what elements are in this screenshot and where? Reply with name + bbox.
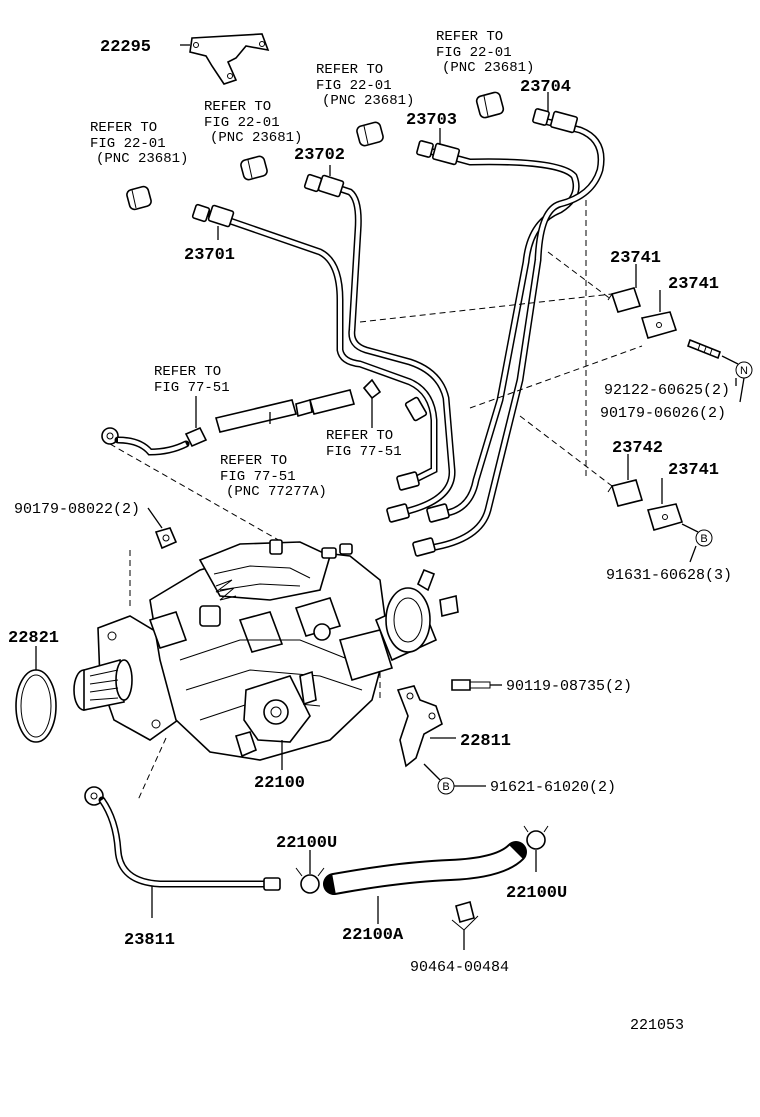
part-number-22100U-a: 22100U (276, 834, 337, 853)
svg-text:FIG 77-51: FIG 77-51 (326, 444, 402, 460)
part-number-90119: 90119-08735(2) (506, 678, 632, 695)
ref-note-2: REFER TO FIG 22-01 (PNC 23681) (204, 99, 302, 146)
ref-note-4: REFER TO FIG 22-01 (PNC 23681) (436, 29, 534, 76)
injection-pipes (206, 116, 605, 552)
clamp-23741-upper-b (640, 311, 678, 339)
part-number-23741-a: 23741 (610, 249, 661, 268)
svg-text:(PNC 23681): (PNC 23681) (210, 130, 302, 146)
injection-pump-22100 (73, 539, 459, 761)
part-number-22100U-b: 22100U (506, 884, 567, 903)
part-number-91631: 91631-60628(3) (606, 567, 732, 584)
svg-text:FIG 22-01: FIG 22-01 (90, 136, 166, 152)
part-number-23701: 23701 (184, 246, 235, 265)
part-number-23811: 23811 (124, 931, 175, 950)
svg-text:REFER TO: REFER TO (220, 453, 287, 469)
ref-note-7: REFER TO FIG 77-51 (326, 428, 402, 460)
part-number-90179-08022: 90179-08022(2) (14, 501, 140, 518)
clamp-23741-lower (646, 503, 684, 531)
part-number-90464: 90464-00484 (410, 959, 509, 976)
svg-text:REFER TO: REFER TO (316, 62, 383, 78)
svg-text:FIG 22-01: FIG 22-01 (204, 115, 280, 131)
svg-text:REFER TO: REFER TO (326, 428, 393, 444)
part-number-23703: 23703 (406, 111, 457, 130)
clamp-23741-upper (607, 287, 642, 313)
clip-22100U-left (295, 867, 325, 894)
svg-text:FIG 77-51: FIG 77-51 (154, 380, 230, 396)
hose-22100A (323, 841, 527, 895)
ref-note-1: REFER TO FIG 22-01 (PNC 23681) (90, 120, 188, 167)
clip-22100U-right (523, 825, 549, 850)
part-number-23702: 23702 (294, 146, 345, 165)
part-number-92122: 92122-60625(2) (604, 382, 730, 399)
part-number-22821: 22821 (8, 629, 59, 648)
clip-90464 (451, 901, 479, 931)
banjo-bolt-mid-left (240, 155, 268, 181)
banjo-bolt-left (126, 185, 152, 211)
svg-text:(PNC 23681): (PNC 23681) (96, 151, 188, 167)
bolt-90119 (451, 679, 491, 691)
pipe-fittings (191, 108, 579, 557)
part-number-22295: 22295 (100, 38, 151, 57)
part-number-91621: 91621-61020(2) (490, 779, 616, 796)
part-number-22811: 22811 (460, 732, 511, 751)
part-number-22100A: 22100A (342, 926, 404, 945)
svg-text:REFER TO: REFER TO (436, 29, 503, 45)
svg-text:REFER TO: REFER TO (204, 99, 271, 115)
part-number-23741-c: 23741 (668, 461, 719, 480)
part-number-22100: 22100 (254, 774, 305, 793)
figure-number: 221053 (630, 1017, 684, 1034)
svg-text:(PNC 23681): (PNC 23681) (442, 60, 534, 76)
ref-note-5: REFER TO FIG 77-51 (154, 364, 230, 396)
ref-note-6: REFER TO FIG 77-51 (PNC 77277A) (220, 453, 327, 500)
svg-text:FIG 77-51: FIG 77-51 (220, 469, 296, 485)
callout-b-lower: B (442, 781, 449, 793)
clamp-23742 (607, 479, 644, 507)
ref-note-3: REFER TO FIG 22-01 (PNC 23681) (316, 62, 414, 109)
svg-text:(PNC 23681): (PNC 23681) (322, 93, 414, 109)
bracket-22811 (396, 685, 443, 768)
part-number-23704: 23704 (520, 78, 571, 97)
part-number-90179-06026: 90179-06026(2) (600, 405, 726, 422)
callout-b-upper: B (700, 533, 707, 545)
svg-text:FIG 22-01: FIG 22-01 (436, 45, 512, 61)
svg-text:REFER TO: REFER TO (154, 364, 221, 380)
callout-n: N (740, 365, 748, 377)
nut-90179-08022 (154, 527, 178, 550)
part-number-23742: 23742 (612, 439, 663, 458)
part-number-23741-b: 23741 (668, 275, 719, 294)
banjo-bolt-top (475, 91, 505, 119)
banjo-bolt-mid (356, 121, 384, 147)
bracket-22295 (189, 33, 270, 85)
o-ring-22821 (15, 669, 57, 743)
svg-text:(PNC 77277A): (PNC 77277A) (226, 484, 327, 500)
svg-text:REFER TO: REFER TO (90, 120, 157, 136)
overflow-hose-assembly (101, 378, 382, 456)
svg-text:FIG 22-01: FIG 22-01 (316, 78, 392, 94)
bolt-92122 (687, 338, 721, 360)
fuel-hose-23811 (84, 786, 281, 891)
